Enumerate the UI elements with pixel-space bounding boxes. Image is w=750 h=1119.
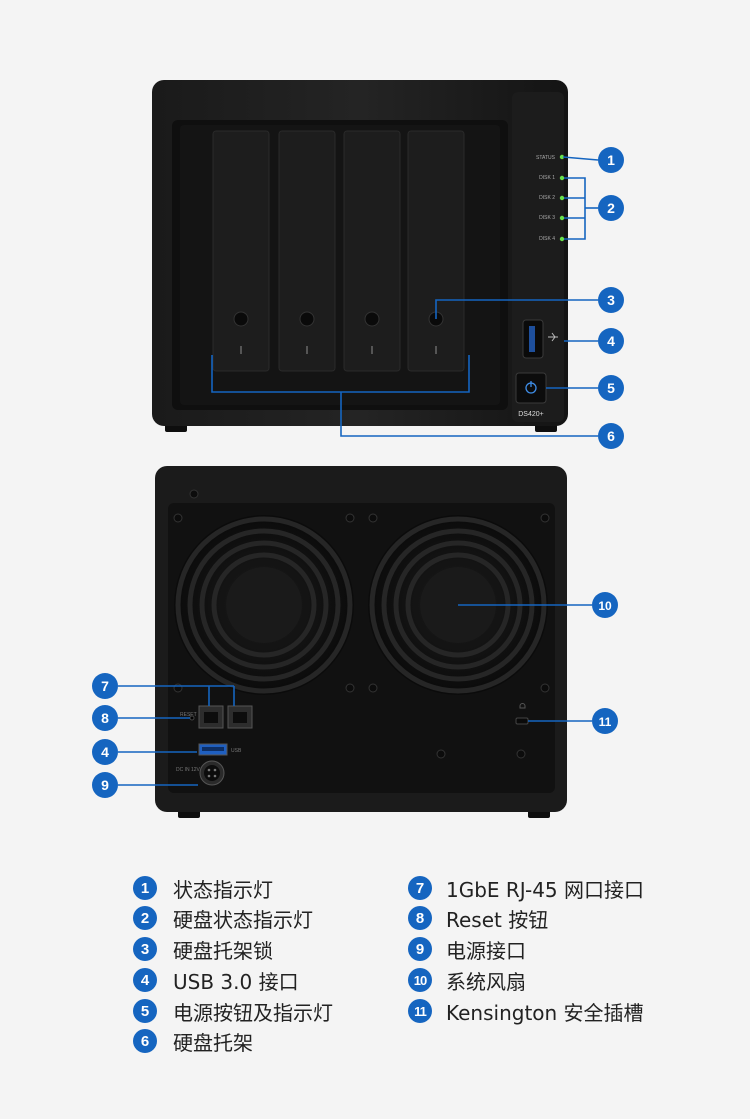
lan-port[interactable] — [227, 705, 253, 729]
svg-text:1: 1 — [607, 152, 615, 168]
svg-text:3: 3 — [607, 292, 615, 308]
callout-badge-2: 2 — [598, 195, 624, 221]
usb-label: USB — [231, 748, 242, 754]
svg-text:2: 2 — [607, 200, 615, 216]
front-usb-port[interactable] — [522, 319, 558, 359]
drive-tray[interactable] — [212, 130, 270, 372]
rear-usb-port[interactable] — [198, 743, 228, 756]
drive-tray[interactable] — [407, 130, 465, 372]
legend-badge: 1 — [133, 876, 157, 900]
svg-text:9: 9 — [101, 777, 109, 793]
legend-badge: 3 — [133, 937, 157, 961]
disk-led — [559, 236, 565, 242]
led-label-status: STATUS — [536, 155, 556, 161]
device-diagram: STATUS DISK 1 DISK 2 DISK 3 DISK 4 DS420… — [92, 80, 624, 818]
model-label: DS420+ — [518, 411, 544, 418]
legend-label: 硬盘状态指示灯 — [173, 907, 313, 932]
legend-badge: 10 — [408, 968, 432, 992]
callout-badge-5: 5 — [598, 375, 624, 401]
callout-badge-4-rear: 4 — [92, 739, 118, 765]
legend-label: Kensington 安全插槽 — [446, 1000, 644, 1025]
callout-badges: 1 2 3 4 5 6 7 8 4 9 10 11 — [92, 147, 624, 798]
legend-badge: 11 — [408, 999, 432, 1023]
callout-badge-3: 3 — [598, 287, 624, 313]
legend-label: 电源接口 — [446, 938, 526, 963]
callout-badge-9: 9 — [92, 772, 118, 798]
legend-badge: 7 — [408, 876, 432, 900]
reset-button[interactable] — [189, 715, 195, 721]
svg-text:8: 8 — [101, 710, 109, 726]
status-led — [559, 154, 565, 160]
callout-lines — [118, 156, 599, 786]
legend-label: 电源按钮及指示灯 — [173, 1000, 333, 1025]
legend-item: 3 硬盘托架锁 — [133, 936, 273, 963]
callout-badge-1: 1 — [598, 147, 624, 173]
callout-badge-10: 10 — [592, 592, 618, 618]
callout-badge-11: 11 — [592, 708, 618, 734]
nas-rear-view: RESET USB DC IN 12V — [155, 466, 567, 818]
disk-led — [559, 195, 565, 201]
callout-badge-6: 6 — [598, 423, 624, 449]
nas-front-view: STATUS DISK 1 DISK 2 DISK 3 DISK 4 DS420… — [152, 80, 568, 432]
led-label-disk3: DISK 3 — [539, 215, 555, 221]
legend-label: 系统风扇 — [446, 969, 526, 994]
callout-badge-4: 4 — [598, 328, 624, 354]
legend-item: 8 Reset 按钮 — [408, 905, 549, 932]
svg-text:11: 11 — [599, 715, 612, 729]
svg-text:7: 7 — [101, 678, 109, 694]
callout-badge-8: 8 — [92, 705, 118, 731]
legend-label: Reset 按钮 — [446, 907, 549, 932]
legend-label: 1GbE RJ-45 网口接口 — [446, 877, 645, 902]
power-button[interactable] — [515, 372, 547, 404]
callout-badge-7: 7 — [92, 673, 118, 699]
svg-text:4: 4 — [607, 333, 615, 349]
led-label-disk4: DISK 4 — [539, 236, 555, 242]
legend-item: 9 电源接口 — [408, 936, 526, 963]
legend-item: 7 1GbE RJ-45 网口接口 — [408, 875, 645, 902]
legend-label: 硬盘托架 — [173, 1030, 253, 1055]
legend-item: 6 硬盘托架 — [133, 1028, 253, 1055]
drive-tray[interactable] — [343, 130, 401, 372]
disk-led — [559, 175, 565, 181]
reset-label: RESET — [180, 712, 197, 718]
svg-text:5: 5 — [607, 380, 615, 396]
power-connector[interactable] — [199, 760, 225, 786]
legend-badge: 8 — [408, 906, 432, 930]
svg-text:4: 4 — [101, 744, 109, 760]
legend-label: 状态指示灯 — [173, 877, 273, 902]
legend-label: USB 3.0 接口 — [173, 969, 299, 994]
disk-led — [559, 215, 565, 221]
legend-badge: 6 — [133, 1029, 157, 1053]
legend-item: 5 电源按钮及指示灯 — [133, 998, 333, 1025]
system-fan — [174, 515, 354, 695]
legend-item: 1 状态指示灯 — [133, 875, 273, 902]
dc-in-label: DC IN 12V — [176, 767, 201, 773]
svg-text:10: 10 — [598, 599, 612, 613]
legend-label: 硬盘托架锁 — [173, 938, 273, 963]
legend-item: 2 硬盘状态指示灯 — [133, 905, 313, 932]
legend-badge: 2 — [133, 906, 157, 930]
legend-item: 11 Kensington 安全插槽 — [408, 998, 644, 1025]
svg-text:6: 6 — [607, 428, 615, 444]
legend-badge: 4 — [133, 968, 157, 992]
drive-tray[interactable] — [278, 130, 336, 372]
legend-item: 4 USB 3.0 接口 — [133, 967, 299, 994]
legend-item: 10 系统风扇 — [408, 967, 526, 994]
led-label-disk1: DISK 1 — [539, 175, 555, 181]
lan-port[interactable] — [198, 705, 224, 729]
legend-badge: 5 — [133, 999, 157, 1023]
legend-badge: 9 — [408, 937, 432, 961]
led-label-disk2: DISK 2 — [539, 195, 555, 201]
